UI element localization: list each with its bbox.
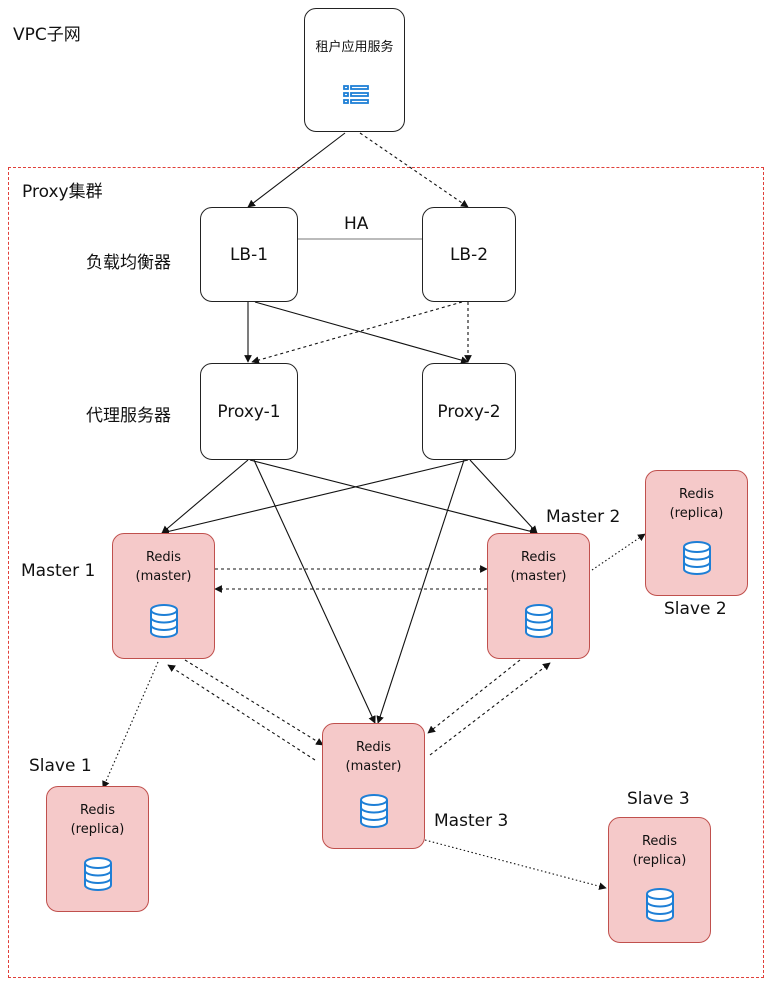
lb-1-node[interactable]: LB-1 (200, 207, 298, 302)
redis-slave-1[interactable]: Redis (replica) (46, 786, 149, 912)
database-icon (645, 888, 674, 922)
proxy-cluster-boundary (8, 167, 764, 978)
redis-master-2-role: (master) (510, 569, 567, 584)
redis-slave-2-role: (replica) (669, 506, 724, 521)
redis-slave-2-title: Redis (678, 487, 715, 502)
master-2-name: Master 2 (546, 507, 621, 527)
vpc-label: VPC子网 (13, 25, 81, 45)
redis-master-3-title: Redis (355, 740, 392, 755)
slave-1-name: Slave 1 (29, 756, 92, 776)
slave-3-name: Slave 3 (627, 789, 690, 809)
redis-master-3[interactable]: Redis (master) (322, 723, 425, 849)
ha-label: HA (344, 214, 369, 234)
redis-slave-1-role: (replica) (70, 822, 125, 837)
lb-2-node[interactable]: LB-2 (422, 207, 516, 302)
proxy-1-node[interactable]: Proxy-1 (200, 363, 298, 460)
lb-2-label: LB-2 (449, 244, 489, 265)
redis-slave-3[interactable]: Redis (replica) (608, 817, 711, 943)
lb-1-label: LB-1 (229, 244, 269, 265)
redis-master-2-title: Redis (520, 550, 557, 565)
master-1-name: Master 1 (21, 561, 96, 581)
database-icon (359, 794, 388, 828)
redis-slave-3-title: Redis (641, 834, 678, 849)
tenant-label: 租户应用服务 (315, 40, 394, 55)
redis-master-1[interactable]: Redis (master) (112, 533, 215, 659)
redis-slave-2[interactable]: Redis (replica) (645, 470, 748, 596)
database-icon (524, 604, 553, 638)
redis-master-2[interactable]: Redis (master) (487, 533, 590, 659)
tenant-app-service[interactable]: 租户应用服务 (304, 8, 405, 132)
database-icon (682, 541, 711, 575)
redis-master-1-role: (master) (135, 569, 192, 584)
proxy-2-label: Proxy-2 (437, 401, 501, 422)
database-icon (83, 857, 112, 891)
master-3-name: Master 3 (434, 811, 509, 831)
database-icon (149, 604, 178, 638)
redis-master-1-title: Redis (145, 550, 182, 565)
proxy-row-label: 代理服务器 (86, 406, 171, 426)
redis-slave-1-title: Redis (79, 803, 116, 818)
slave-2-name: Slave 2 (664, 599, 727, 619)
redis-master-3-role: (master) (345, 759, 402, 774)
lb-row-label: 负载均衡器 (86, 253, 171, 273)
redis-slave-3-role: (replica) (632, 853, 687, 868)
proxy-1-label: Proxy-1 (217, 401, 281, 422)
cluster-label: Proxy集群 (22, 182, 103, 202)
proxy-2-node[interactable]: Proxy-2 (422, 363, 516, 460)
list-icon (343, 85, 369, 104)
